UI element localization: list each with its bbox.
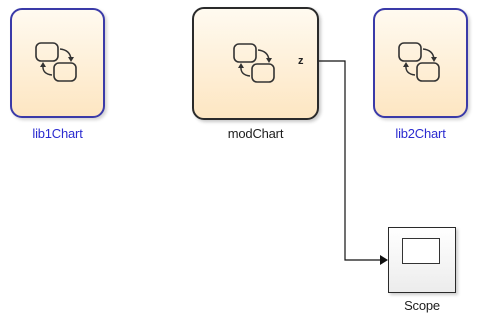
scope-block[interactable] (388, 227, 456, 293)
modchart-label: modChart (227, 126, 284, 141)
signal-arrowhead-icon (380, 255, 388, 265)
lib1chart-block[interactable] (10, 8, 105, 118)
scope-display-icon (402, 238, 440, 264)
lib2chart-block[interactable] (373, 8, 468, 118)
scope-label: Scope (404, 298, 440, 313)
stateflow-chart-icon (232, 42, 275, 83)
stateflow-chart-icon (397, 42, 440, 82)
lib2chart-label: lib2Chart (395, 126, 446, 141)
lib1chart-label: lib1Chart (32, 126, 83, 141)
modchart-block[interactable]: z (192, 7, 319, 120)
output-port-z-label: z (298, 55, 304, 67)
stateflow-chart-icon (34, 42, 77, 82)
